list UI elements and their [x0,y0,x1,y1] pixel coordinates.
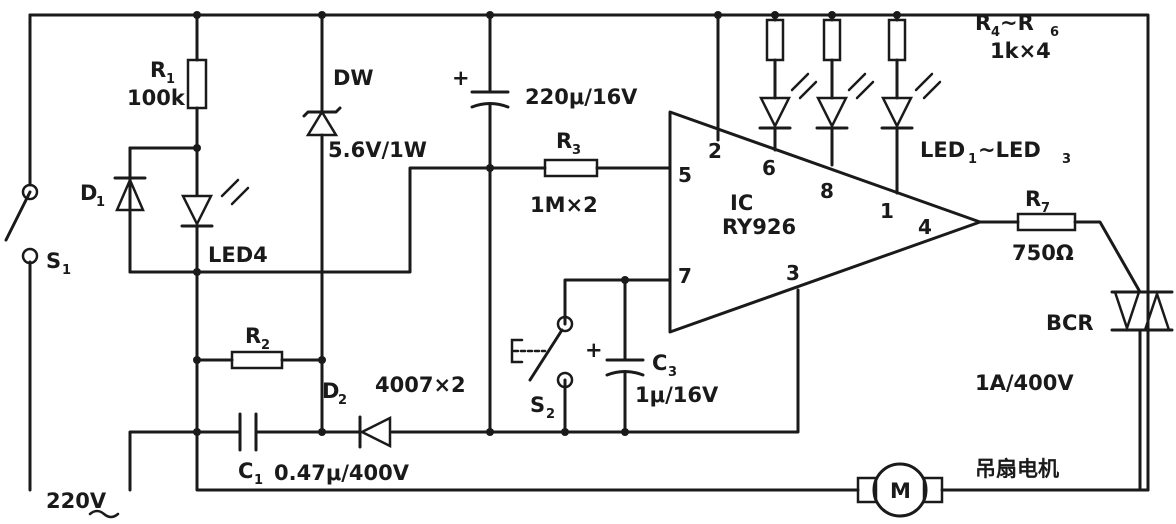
svg-text:6: 6 [762,156,776,180]
svg-text:6: 6 [1050,25,1059,40]
c1-value: 0.47μ/400V [274,461,410,485]
led-led4: LED4 [180,178,268,267]
r7-value: 750Ω [1012,241,1074,265]
svg-text:3: 3 [572,143,581,158]
r1-value: 100k [127,86,186,110]
bcr-value: 1A/400V [975,371,1074,395]
resistor-r7: R 7 750Ω [1012,187,1077,265]
svg-text:R: R [1025,187,1041,211]
svg-text:7: 7 [678,264,692,288]
svg-text:1: 1 [62,263,71,278]
svg-text:~R: ~R [1000,11,1034,35]
svg-text:+: + [585,338,603,362]
svg-text:R: R [245,324,261,348]
svg-text:3: 3 [668,365,677,380]
svg-text:~LED: ~LED [978,138,1041,162]
r3-value: 1M×2 [530,193,598,217]
s1-label: S [46,249,61,273]
capacitor-220u: + 220μ/16V [452,66,638,109]
svg-text:1: 1 [254,473,263,488]
svg-text:3: 3 [1062,152,1071,167]
svg-text:8: 8 [820,179,834,203]
ic-model: RY926 [722,215,796,239]
motor-m: M 吊扇电机 [856,457,1059,518]
dw-value: 5.6V/1W [328,138,427,162]
resistor-r1: R 1 100k [127,58,208,110]
svg-text:1: 1 [96,195,105,210]
switch-s2: S 2 [510,315,574,422]
resistor-r2: R 2 [230,324,284,370]
switch-s1: S 1 [4,183,71,278]
capacitor-c3: + C 3 1μ/16V [585,338,719,407]
resistor-array-r4-r6: R 4 ~R 6 1k×4 [765,11,1059,63]
svg-text:4: 4 [991,25,1000,40]
svg-text:D: D [322,379,339,403]
c3-value: 1μ/16V [635,383,719,407]
svg-text:IC: IC [730,191,753,215]
mains-label: 220V [46,489,107,513]
triac-bcr: BCR 1A/400V [975,290,1174,395]
svg-text:2: 2 [338,393,347,408]
svg-text:C: C [238,459,253,483]
svg-text:DW: DW [333,66,374,90]
svg-text:R: R [150,58,166,82]
svg-text:1: 1 [968,152,977,167]
bcr-label: BCR [1046,311,1094,335]
d2-value: 4007×2 [375,373,466,397]
led-array-led1-led3: LED 1 ~LED 3 [758,72,1071,167]
mains-220v: 220V [46,489,120,519]
junction-dots [193,11,901,436]
svg-text:S: S [530,393,545,417]
svg-text:M: M [890,479,911,503]
svg-text:1: 1 [166,72,175,87]
svg-text:2: 2 [708,139,722,163]
svg-text:C: C [652,351,667,375]
svg-text:+: + [452,66,470,90]
svg-text:LED: LED [920,138,965,162]
svg-text:5: 5 [678,163,692,187]
led4-label: LED4 [208,243,268,267]
svg-text:R: R [975,11,991,35]
diode-d2: D 2 4007×2 [322,373,466,449]
diode-d1: D 1 [80,146,147,274]
svg-text:D: D [80,181,97,205]
motor-label: 吊扇电机 [975,457,1059,481]
svg-text:R: R [556,129,572,153]
resistor-r3: R 3 1M×2 [530,129,599,217]
c-big-value: 220μ/16V [525,85,638,109]
svg-text:7: 7 [1041,201,1050,216]
svg-text:4: 4 [918,215,932,239]
capacitor-c1: C 1 0.47μ/400V [238,412,410,488]
r4-r6-value: 1k×4 [990,39,1051,63]
ic-ry926: IC RY926 2 5 6 7 8 1 3 4 [668,110,982,334]
zener-dw: DW 5.6V/1W [302,66,427,162]
svg-text:3: 3 [786,261,800,285]
svg-text:2: 2 [261,338,270,353]
wires [28,13,1150,492]
svg-text:1: 1 [880,199,894,223]
svg-text:2: 2 [546,407,555,422]
